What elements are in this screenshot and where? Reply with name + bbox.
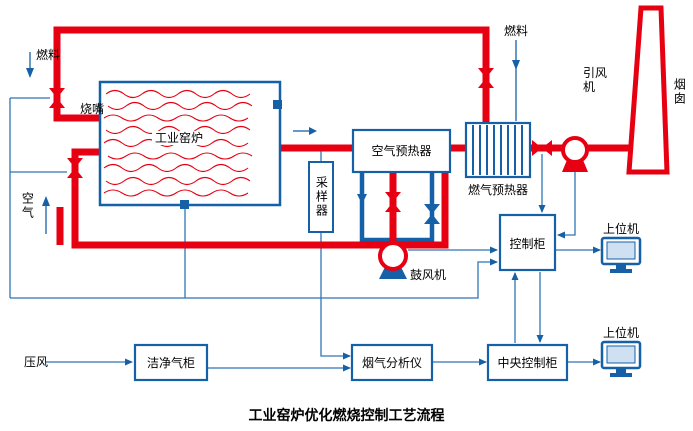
fuel-right-down-arrow bbox=[512, 40, 520, 121]
valve-flue-icon bbox=[532, 140, 552, 156]
fuel-right-label: 燃料 bbox=[504, 24, 529, 38]
fuel-pipe bbox=[53, 26, 490, 123]
flue-gas-analyzer-box bbox=[350, 343, 434, 382]
chimney-icon bbox=[626, 5, 670, 175]
central-control-cabinet-box bbox=[486, 343, 569, 382]
flue-gas-analyzer-label: 烟气分析仪 bbox=[361, 356, 422, 370]
compressed-air-label: 压风 bbox=[24, 355, 49, 369]
clean-gas-cabinet-box bbox=[133, 343, 209, 382]
air-preheater-box bbox=[351, 128, 452, 174]
fuel-left-down-arrow bbox=[26, 52, 34, 78]
host-computer-bottom-icon bbox=[600, 340, 642, 377]
air-pipe bbox=[71, 148, 449, 249]
host-computer-top-icon bbox=[600, 236, 642, 273]
gas-preheater-label: 燃气预热器 bbox=[467, 183, 528, 197]
valve-blower-icon bbox=[385, 192, 401, 212]
control-cabinet-label: 控制柜 bbox=[509, 237, 546, 251]
valve-air-icon bbox=[67, 158, 83, 178]
host-computer-bottom-label: 上位机 bbox=[602, 326, 639, 340]
valve-fuel-right-icon bbox=[478, 68, 494, 88]
fuel-left-label: 燃料 bbox=[36, 48, 61, 62]
sampler-box bbox=[308, 161, 334, 233]
valve-fuel-left-icon bbox=[49, 88, 65, 108]
furnace-label: 工业窑炉 bbox=[152, 131, 207, 146]
control-cabinet-box bbox=[498, 213, 557, 272]
flow-arrows bbox=[26, 40, 520, 234]
clean-gas-cabinet-label: 洁净气柜 bbox=[146, 356, 195, 370]
air-up-arrow bbox=[42, 196, 50, 234]
host-computer-top-label: 上位机 bbox=[602, 222, 639, 236]
blower-fan-icon bbox=[378, 241, 408, 279]
flame-squiggles bbox=[103, 89, 253, 197]
central-control-cabinet-label: 中央控制柜 bbox=[497, 356, 558, 370]
burner-label: 烧嘴 bbox=[80, 102, 105, 116]
furnace-sensor-square bbox=[180, 200, 189, 209]
furnace-box bbox=[98, 80, 282, 209]
bypass-down-arrow bbox=[357, 194, 367, 204]
chimney-label: 烟囱 bbox=[672, 78, 687, 106]
furnace-sensor-square bbox=[273, 100, 282, 109]
sampler-label: 采样器 bbox=[314, 176, 329, 218]
induced-draft-fan-icon bbox=[561, 136, 589, 172]
diagram-title: 工业窑炉优化燃烧控制工艺流程 bbox=[248, 407, 445, 423]
flue-right-arrow bbox=[293, 127, 317, 135]
blue-pipes bbox=[359, 172, 435, 243]
air-label: 空气 bbox=[20, 192, 35, 220]
air-preheater-label: 空气预热器 bbox=[371, 144, 432, 158]
gas-preheater-box bbox=[464, 121, 532, 179]
valve-bypass-icon bbox=[424, 204, 440, 224]
blower-label: 鼓风机 bbox=[410, 268, 447, 282]
induced-draft-fan-label: 引风机 bbox=[583, 66, 608, 95]
